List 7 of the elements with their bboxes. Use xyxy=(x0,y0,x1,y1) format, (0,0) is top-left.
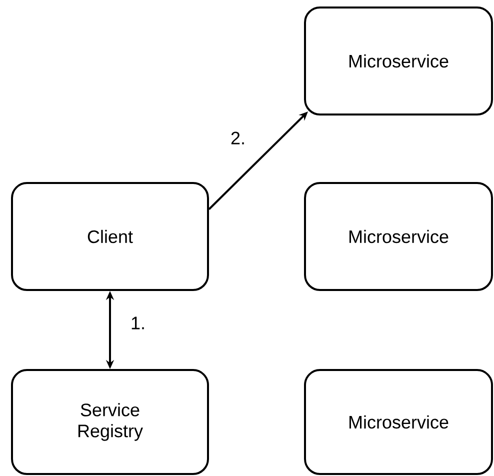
process-box: Microservice xyxy=(304,6,493,116)
process-box: Microservice xyxy=(304,182,493,291)
process-box: Client xyxy=(11,182,209,291)
edge-label: 1. xyxy=(130,316,146,330)
process-box: Service Registry xyxy=(11,369,209,475)
edge-label: 2. xyxy=(230,130,247,146)
process-box: Microservice xyxy=(304,369,493,475)
